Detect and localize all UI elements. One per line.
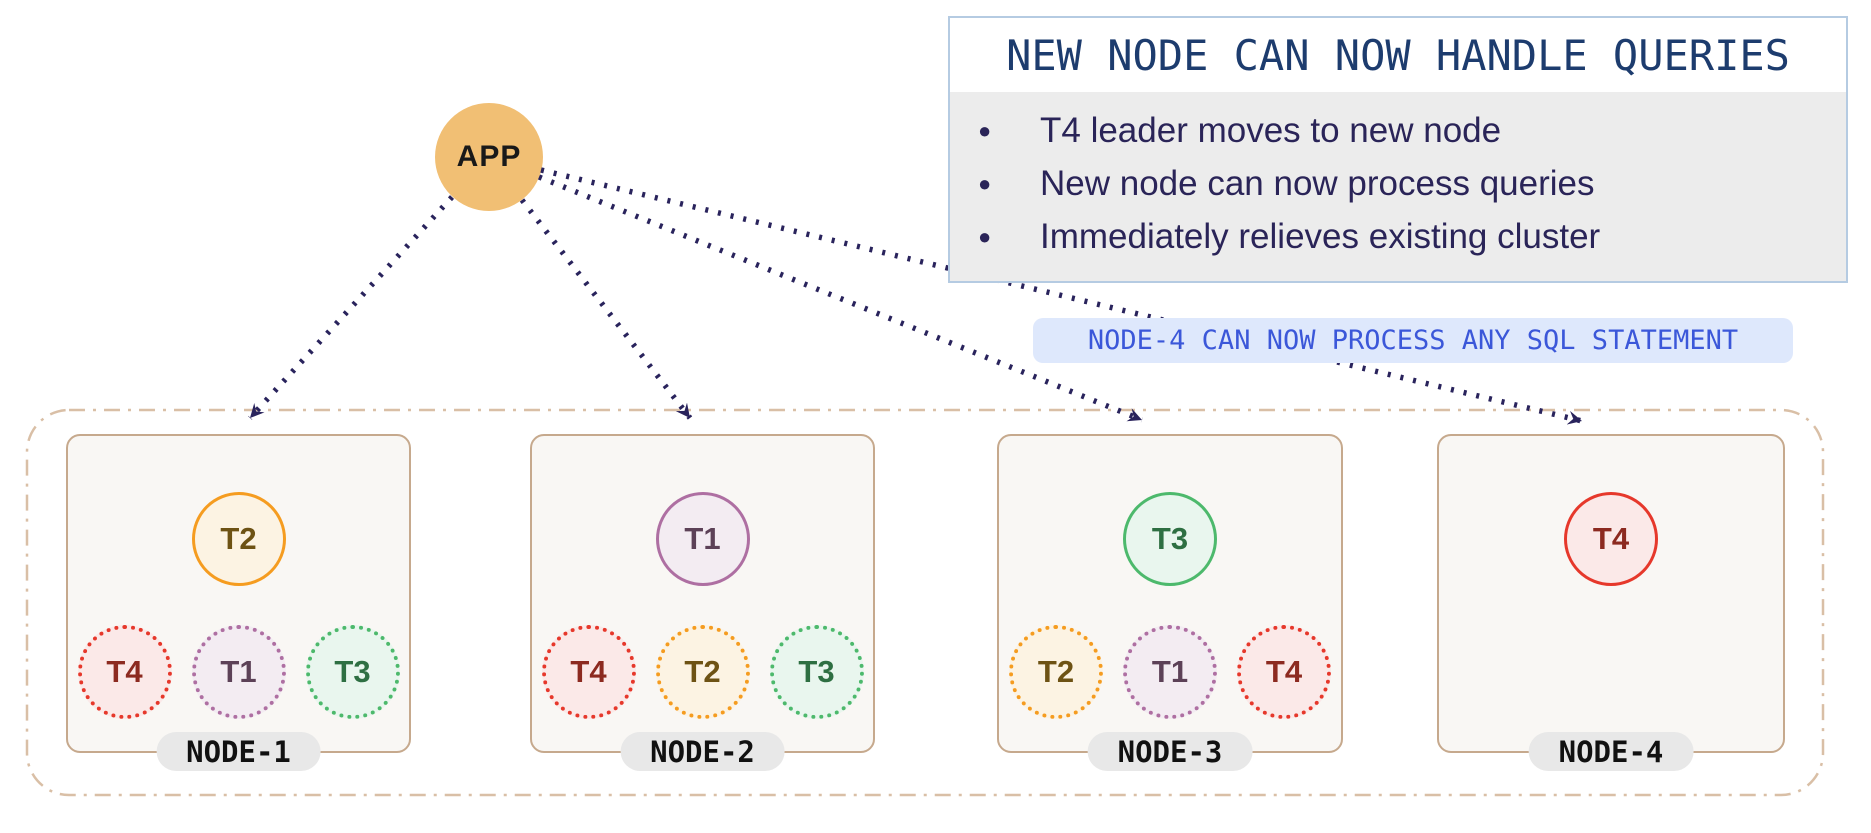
- node-label-2: NODE-2: [620, 732, 785, 771]
- callout-body: T4 leader moves to new nodeNew node can …: [950, 92, 1846, 281]
- tablet-t3-leader: T3: [1123, 492, 1217, 586]
- tablet-t1-leader: T1: [655, 492, 750, 586]
- node-label-1: NODE-1: [156, 732, 321, 771]
- leader-row: T1: [532, 492, 873, 586]
- leader-row: T3: [999, 492, 1341, 586]
- callout-box: NEW NODE CAN NOW HANDLE QUERIES T4 leade…: [948, 16, 1848, 283]
- node-label-4: NODE-4: [1528, 732, 1694, 771]
- node4-annotation: NODE-4 CAN NOW PROCESS ANY SQL STATEMENT: [1033, 318, 1793, 363]
- callout-bullet: T4 leader moves to new node: [978, 104, 1846, 157]
- tablet-t4-follower: T4: [77, 625, 172, 719]
- tablet-t2-follower: T2: [1009, 625, 1103, 719]
- arrow-app-to-node-2: [519, 198, 693, 420]
- tablet-t4-follower: T4: [541, 625, 636, 719]
- callout-bullet-list: T4 leader moves to new nodeNew node can …: [950, 104, 1846, 263]
- tablet-t4-leader: T4: [1564, 492, 1658, 586]
- tablet-t4-follower: T4: [1237, 625, 1331, 719]
- app-label: APP: [456, 140, 522, 173]
- callout-bullet: Immediately relieves existing cluster: [978, 210, 1846, 263]
- arrow-app-to-node-1: [247, 195, 455, 420]
- leader-row: T2: [68, 492, 409, 586]
- tablet-t2-follower: T2: [655, 625, 750, 719]
- callout-bullet: New node can now process queries: [978, 157, 1846, 210]
- callout-title: NEW NODE CAN NOW HANDLE QUERIES: [1006, 30, 1790, 80]
- tablet-t1-follower: T1: [1123, 625, 1217, 719]
- tablet-t1-follower: T1: [191, 625, 286, 719]
- app-circle: APP: [435, 103, 543, 211]
- tablet-t2-leader: T2: [191, 492, 286, 586]
- tablet-t3-follower: T3: [305, 625, 400, 719]
- leader-row: T4: [1439, 492, 1783, 586]
- tablet-t3-follower: T3: [769, 625, 864, 719]
- node-label-3: NODE-3: [1087, 732, 1253, 771]
